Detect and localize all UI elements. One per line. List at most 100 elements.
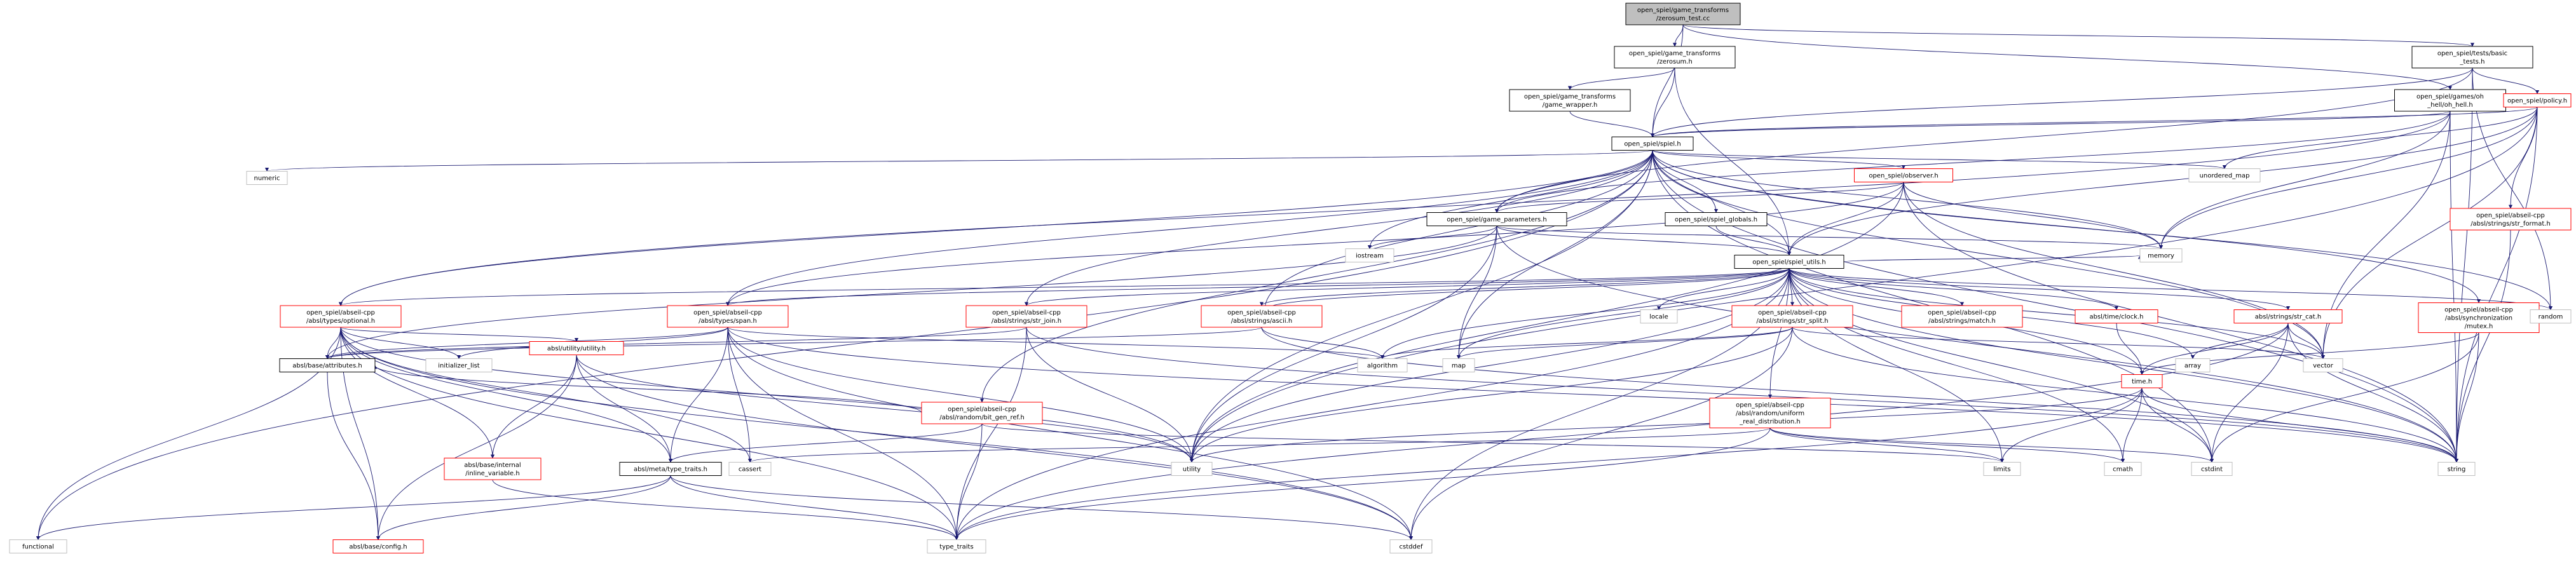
node-match[interactable]: open_spiel/abseil-cpp/absl/strings/match… [1901, 305, 2023, 328]
edge-time-to-string [2141, 388, 2459, 463]
node-label: /zerosum.h [1657, 58, 1693, 65]
node-box [280, 305, 402, 328]
node-inline-variable[interactable]: absl/base/internal/inline_variable.h [444, 457, 542, 480]
node-zerosum[interactable]: open_spiel/game_transforms/zerosum.h [1614, 46, 1736, 69]
node-label: open_spiel/game_parameters.h [1447, 217, 1546, 224]
node-str-format[interactable]: open_spiel/abseil-cpp/absl/strings/str_f… [2450, 208, 2572, 231]
edge-game-parameters-to-string [1496, 226, 2459, 463]
node-policy[interactable]: open_spiel/policy.h [2503, 93, 2572, 107]
node-label: utility [1183, 466, 1201, 473]
edge-span-to-utility [727, 327, 1194, 463]
edge-root-to-oh-hell [1682, 24, 2453, 90]
node-random: random [2530, 309, 2572, 323]
edge-spiel-to-bit-gen-ref [979, 150, 1653, 403]
node-bit-gen-ref[interactable]: open_spiel/abseil-cpp/absl/random/bit_ge… [921, 402, 1043, 424]
node-game-wrapper[interactable]: open_spiel/game_transforms/game_wrapper.… [1509, 89, 1631, 112]
node-config[interactable]: absl/base/config.h [332, 539, 424, 553]
edge-oh-hell-to-game-parameters [1494, 111, 2451, 213]
node-label: /absl/strings/ascii.h [1231, 318, 1292, 325]
node-span[interactable]: open_spiel/abseil-cpp/absl/types/span.h [667, 305, 789, 328]
node-label: /game_wrapper.h [1543, 102, 1598, 109]
node-optional[interactable]: open_spiel/abseil-cpp/absl/types/optiona… [280, 305, 402, 328]
edge-observer-to-game-parameters [1495, 182, 1904, 213]
edge-spiel-utils-to-locale [1656, 268, 1790, 311]
node-label: functional [22, 544, 54, 551]
edge-str-cat-to-cstdint [2209, 323, 2289, 463]
edge-time-to-limits [2000, 388, 2143, 463]
node-label: open_spiel/tests/basic [2437, 50, 2507, 57]
node-spiel-utils[interactable]: open_spiel/spiel_utils.h [1734, 255, 1844, 269]
edge-spiel-utils-to-limits [1789, 268, 2005, 463]
node-uniform-real[interactable]: open_spiel/abseil-cpp/absl/random/unifor… [1709, 398, 1831, 428]
node-box [927, 539, 986, 553]
edge-basic-tests-to-random [2472, 67, 2553, 311]
edge-spiel-utils-to-match [1789, 268, 1965, 306]
node-ascii[interactable]: open_spiel/abseil-cpp/absl/strings/ascii… [1201, 305, 1323, 328]
edge-str-cat-to-array [2190, 323, 2289, 360]
node-time[interactable]: time.h [2121, 374, 2163, 388]
node-label: /absl/random/bit_gen_ref.h [939, 414, 1025, 421]
node-locale: locale [1640, 309, 1678, 323]
edge-spiel-to-sstream [1262, 150, 1653, 311]
edge-spiel-to-spiel-globals [1652, 150, 1719, 213]
node-oh-hell[interactable]: open_spiel/games/oh_hell/oh_hell.h [2394, 89, 2506, 112]
edge-game-parameters-to-iostream [1367, 226, 1497, 250]
node-cmath: cmath [2104, 462, 2142, 476]
node-label: open_spiel/abseil-cpp [1758, 309, 1827, 316]
edge-basic-tests-to-spiel [1650, 67, 2473, 138]
node-box [2530, 309, 2572, 323]
edge-root-to-basic-tests [1682, 24, 2474, 47]
node-str-cat[interactable]: absl/strings/str_cat.h [2233, 309, 2343, 323]
edge-observer-to-memory [1903, 182, 2164, 250]
edge-type-traits-h-to-functional [36, 475, 671, 541]
node-iostream: iostream [1345, 248, 1394, 262]
node-str-join[interactable]: open_spiel/abseil-cpp/absl/strings/str_j… [965, 305, 1087, 328]
node-label: _real_distribution.h [1739, 419, 1800, 426]
node-game-parameters[interactable]: open_spiel/game_parameters.h [1426, 212, 1567, 226]
node-array: array [2175, 358, 2211, 372]
node-cstdint: cstdint [2191, 462, 2233, 476]
node-algorithm: algorithm [1357, 358, 1408, 372]
node-label: open_spiel/observer.h [1869, 173, 1938, 180]
edge-utility-h-to-type-traits-h [576, 355, 673, 463]
edge-optional-to-type-traits-h [340, 327, 673, 463]
node-string: string [2437, 462, 2476, 476]
edge-spiel-to-unordered-map [1652, 150, 2226, 170]
node-box [1389, 539, 1433, 553]
node-box [2104, 462, 2142, 476]
node-spiel-globals[interactable]: open_spiel/spiel_globals.h [1665, 212, 1768, 226]
node-box [425, 358, 493, 372]
node-spiel[interactable]: open_spiel/spiel.h [1611, 137, 1694, 151]
node-label: open_spiel/abseil-cpp [1736, 402, 1804, 409]
node-clock[interactable]: absl/time/clock.h [2075, 309, 2158, 323]
edge-zerosum-to-game-wrapper [1567, 67, 1675, 90]
node-label: _tests.h [2460, 58, 2485, 65]
node-observer[interactable]: open_spiel/observer.h [1854, 168, 1953, 182]
node-map: map [1442, 358, 1475, 372]
node-label: open_spiel/game_transforms [1637, 7, 1729, 14]
node-label: open_spiel/spiel.h [1624, 141, 1680, 148]
node-type-traits-h[interactable]: absl/meta/type_traits.h [619, 462, 722, 476]
node-label: cstdint [2201, 466, 2223, 473]
node-memory: memory [2139, 248, 2183, 262]
edge-str-cat-to-type-traits [954, 323, 2289, 541]
edge-spiel-to-game-parameters [1494, 150, 1653, 213]
node-basic-tests[interactable]: open_spiel/tests/basic_tests.h [2411, 46, 2533, 69]
node-label: cstddef [1400, 544, 1423, 551]
edge-spiel-to-random [1652, 150, 2553, 311]
edge-spiel-to-span [725, 150, 1653, 306]
edge-oh-hell-to-memory [2158, 111, 2451, 250]
node-str-split[interactable]: open_spiel/abseil-cpp/absl/strings/str_s… [1731, 305, 1853, 328]
node-label: open_spiel/games/oh [2416, 93, 2484, 100]
node-root[interactable]: open_spiel/game_transforms/zerosum_test.… [1625, 3, 1741, 25]
node-box [2450, 208, 2572, 231]
edge-str-split-to-cstddef [1408, 327, 1793, 541]
node-utility-h[interactable]: absl/utility/utility.h [529, 341, 624, 355]
node-label: open_spiel/policy.h [2507, 98, 2567, 105]
node-attributes[interactable]: absl/base/attributes.h [279, 358, 376, 372]
edge-bit-gen-ref-to-limits [981, 423, 2004, 463]
edge-span-to-cstddef [727, 327, 1414, 541]
edge-ascii-to-attributes [325, 327, 1262, 360]
node-mutex[interactable]: open_spiel/abseil-cpp/absl/synchronizati… [2418, 302, 2540, 333]
